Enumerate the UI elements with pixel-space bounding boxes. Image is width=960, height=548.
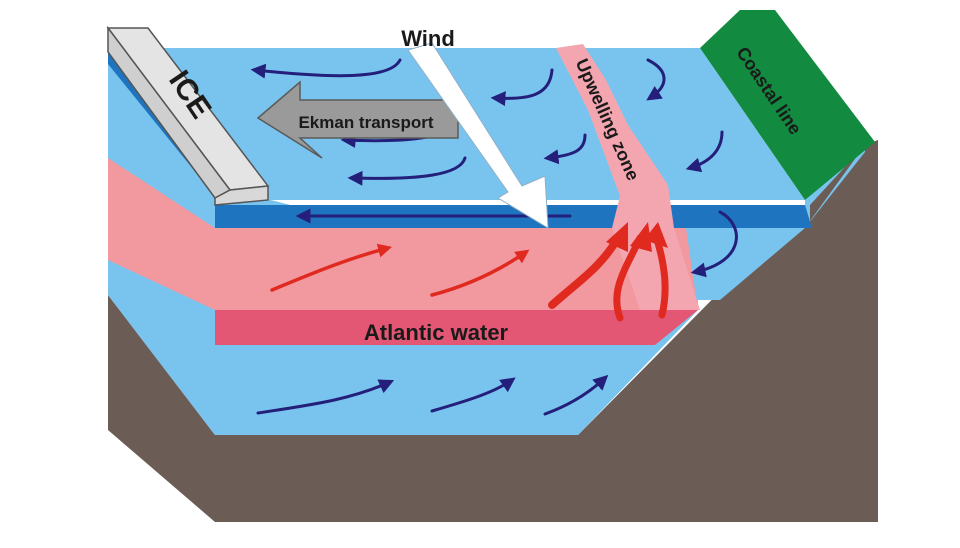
deep-currents	[256, 374, 609, 416]
warm-arrow	[270, 243, 393, 292]
warm-arrow	[430, 249, 530, 297]
upwelling-arrowheads	[606, 222, 668, 252]
atlantic-water-label: Atlantic water	[364, 320, 509, 345]
upwelling-arrowhead	[606, 222, 628, 252]
wind-label: Wind	[401, 26, 455, 51]
wind-arrow	[407, 42, 549, 229]
atlantic-currents	[270, 243, 530, 297]
seabed	[108, 140, 878, 522]
atlantic-layer-front	[215, 310, 698, 345]
current-arrow	[256, 379, 395, 415]
current-arrow	[685, 130, 724, 173]
current-arrow	[543, 133, 587, 165]
upwelling-arrowhead	[630, 222, 652, 252]
current-arrow	[490, 68, 554, 107]
atlantic-layer-top	[108, 158, 698, 310]
current-arrow	[543, 374, 609, 416]
upwelling-arrow	[548, 234, 622, 309]
ekman-transport-label: Ekman transport	[298, 113, 433, 132]
current-arrow	[430, 377, 516, 413]
current-arrow	[347, 156, 467, 186]
coastal-block	[700, 10, 875, 200]
upwelling-arrowhead	[644, 222, 668, 248]
ice-block-end	[214, 185, 269, 206]
current-arrow	[690, 210, 738, 278]
current-arrow	[646, 58, 666, 101]
current-arrow	[250, 58, 402, 79]
surface-currents	[250, 58, 738, 278]
